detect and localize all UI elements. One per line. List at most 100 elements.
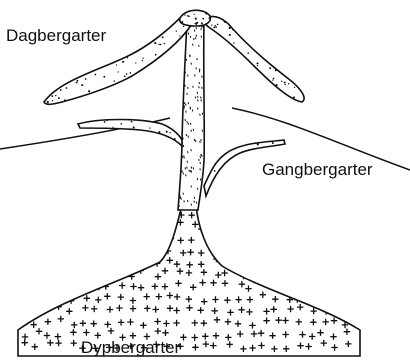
dike-dot [174,138,176,140]
pluton-cross [163,211,169,217]
dike-dot [257,143,259,145]
pluton-cross [69,273,75,279]
lava-dot [288,15,290,17]
pluton-cross [34,274,40,280]
lava-dot [116,14,117,15]
lava-dot [131,43,133,45]
pluton-cross [201,214,207,220]
lava-dot [162,79,164,81]
pluton-cross [102,262,108,268]
lava-dot [288,22,290,24]
lava-dot [104,97,106,99]
lava-dot [174,53,175,54]
lava-dot [253,38,254,39]
lava-dot [264,83,266,85]
lava-dot [137,18,139,20]
lava-dot [229,34,231,36]
lava-dot [249,104,250,105]
lava-dot [59,80,61,82]
lava-dot [54,58,55,59]
lava-dot [94,74,96,76]
lava-dot [124,75,126,77]
dike-dot [243,155,245,157]
pluton-cross [44,250,50,256]
pluton-cross [46,285,52,291]
dike-dot [114,133,116,135]
lava-dot [119,50,121,52]
lava-dot [290,66,292,68]
pluton-cross [239,224,245,230]
dike-dot [132,117,133,118]
lava-dot [40,105,42,107]
lava-dot [280,56,282,58]
lava-dot [158,87,160,89]
pluton-cross [69,232,75,238]
pluton-cross [296,238,302,244]
lava-dot [281,26,283,28]
pluton-cross [261,249,267,255]
lava-dot [110,52,111,53]
pluton-cross [249,248,255,254]
pluton-cross [93,244,99,250]
lava-dot [101,92,102,93]
lava-dot [122,61,124,63]
lava-dot [74,48,75,49]
pluton-cross [95,223,101,229]
lava-dot [117,53,119,55]
pluton-cross [345,261,351,267]
lava-dot [108,96,110,98]
lava-dot [117,98,119,100]
pluton-cross [210,210,216,216]
lava-dot [54,67,56,69]
lava-dot [252,88,254,90]
lava-dot [73,48,75,50]
pluton-cross [283,286,289,292]
dike-dot [149,127,150,128]
lava-dot [149,84,150,85]
pluton-cross [105,212,111,218]
lava-dot [101,95,103,97]
lava-dot [188,16,189,17]
lava-dot [283,55,285,57]
lava-dot [276,50,278,52]
lava-dot [274,35,276,37]
lava-dot [125,42,126,43]
dike-dot [285,195,286,196]
lava-dot [146,68,147,69]
lava-dot [152,67,154,69]
pluton-cross [320,223,326,229]
lava-dot [213,6,215,8]
lava-dot [306,24,308,26]
lava-dot [214,26,216,28]
pluton-cross [105,232,111,238]
lava-dot [162,106,163,107]
dike-dot [237,192,238,193]
pluton-cross [347,285,353,291]
lava-dot [135,62,136,63]
lava-dot [302,80,304,82]
lava-dot [116,52,118,54]
lava-dot [133,48,135,50]
pluton-cross [41,258,47,264]
lava-dot [79,70,80,71]
lava-dot [65,9,67,11]
lava-dot [212,52,213,53]
lava-dot [239,17,241,19]
lava-dot [201,22,203,24]
lava-dot [104,47,106,49]
lava-dot [108,46,110,48]
lava-dot [130,22,132,24]
lava-dot [108,18,110,20]
lava-dot [142,94,143,95]
lava-dot [156,98,158,100]
lava-dot [111,24,113,26]
lava-dot [128,38,129,39]
pluton-cross [295,270,301,276]
lava-dot [144,103,146,105]
lava-dot [69,50,71,52]
lava-dot [265,28,267,30]
dike-dot [107,120,108,121]
lava-dot [296,51,297,52]
lava-dot [155,54,157,56]
pluton-cross [19,317,25,323]
